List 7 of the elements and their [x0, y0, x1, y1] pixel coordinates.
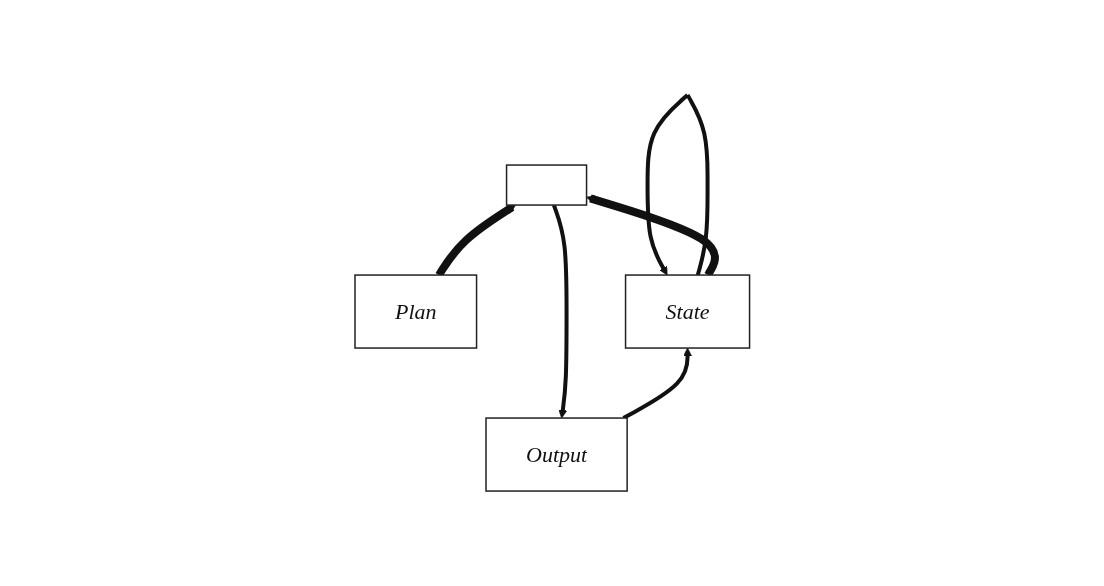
arrow — [645, 93, 710, 276]
node-box: State — [624, 274, 751, 349]
arrow — [622, 347, 692, 420]
node-box: Plan — [353, 274, 478, 349]
arrow — [551, 204, 569, 419]
node-box: Output — [484, 417, 628, 492]
node-box — [505, 164, 588, 206]
